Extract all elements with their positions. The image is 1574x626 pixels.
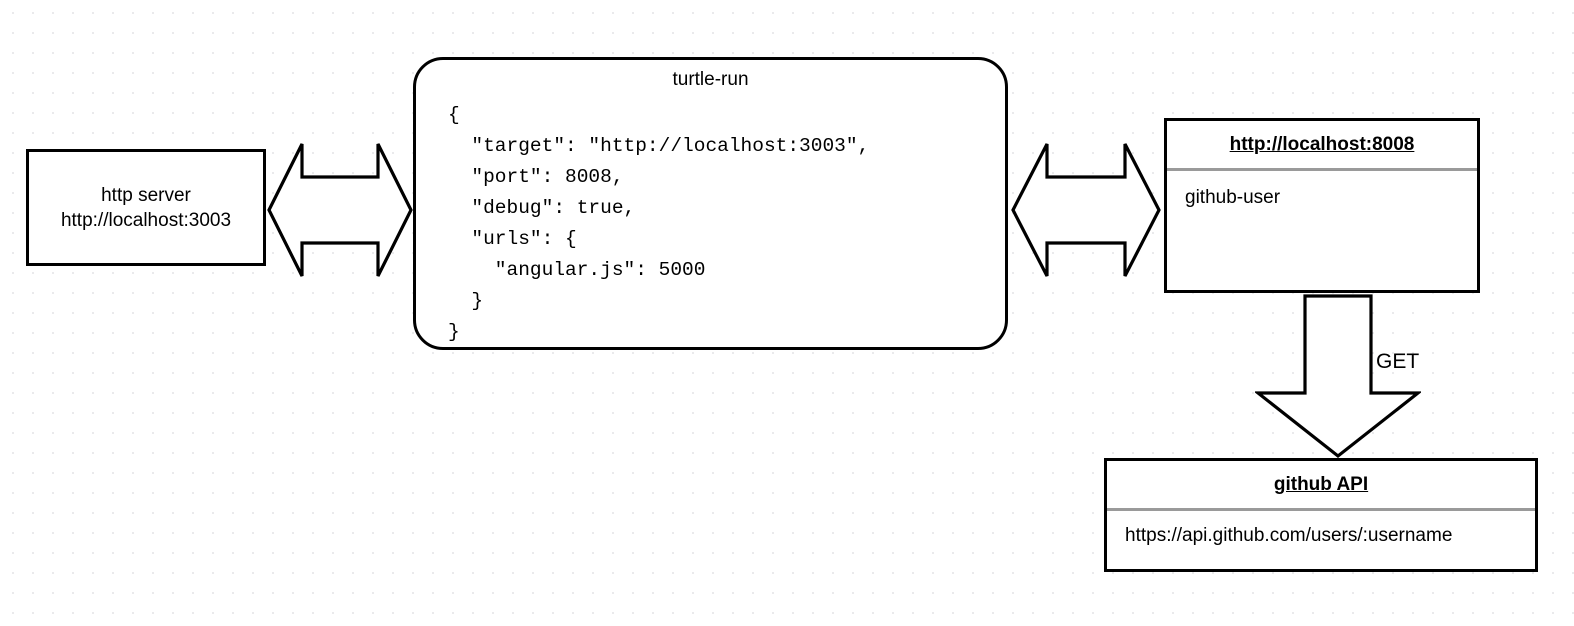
github-api-divider xyxy=(1107,508,1535,511)
turtle-run-config-json: { "target": "http://localhost:3003", "po… xyxy=(448,104,870,343)
double-headed-arrow-icon xyxy=(267,143,413,277)
http-server-title: http server xyxy=(101,184,191,206)
node-localhost-8008[interactable]: http://localhost:8008 github-user xyxy=(1164,118,1480,293)
localhost-8008-header[interactable]: http://localhost:8008 xyxy=(1229,133,1415,155)
github-api-header[interactable]: github API xyxy=(1273,473,1369,495)
edge-label-get: GET xyxy=(1376,350,1420,373)
http-server-url: http://localhost:3003 xyxy=(60,209,232,231)
node-github-api[interactable]: github API https://api.github.com/users/… xyxy=(1104,458,1538,572)
node-http-server[interactable]: http server http://localhost:3003 xyxy=(26,149,266,266)
turtle-run-title: turtle-run xyxy=(672,69,749,90)
github-api-body: https://api.github.com/users/:username xyxy=(1125,525,1453,546)
double-headed-arrow-icon xyxy=(1011,143,1161,277)
down-arrow-icon xyxy=(1255,294,1421,459)
node-turtle-run[interactable]: turtle-run { "target": "http://localhost… xyxy=(413,57,1008,350)
localhost-8008-divider xyxy=(1167,168,1477,171)
localhost-8008-body: github-user xyxy=(1185,187,1281,208)
